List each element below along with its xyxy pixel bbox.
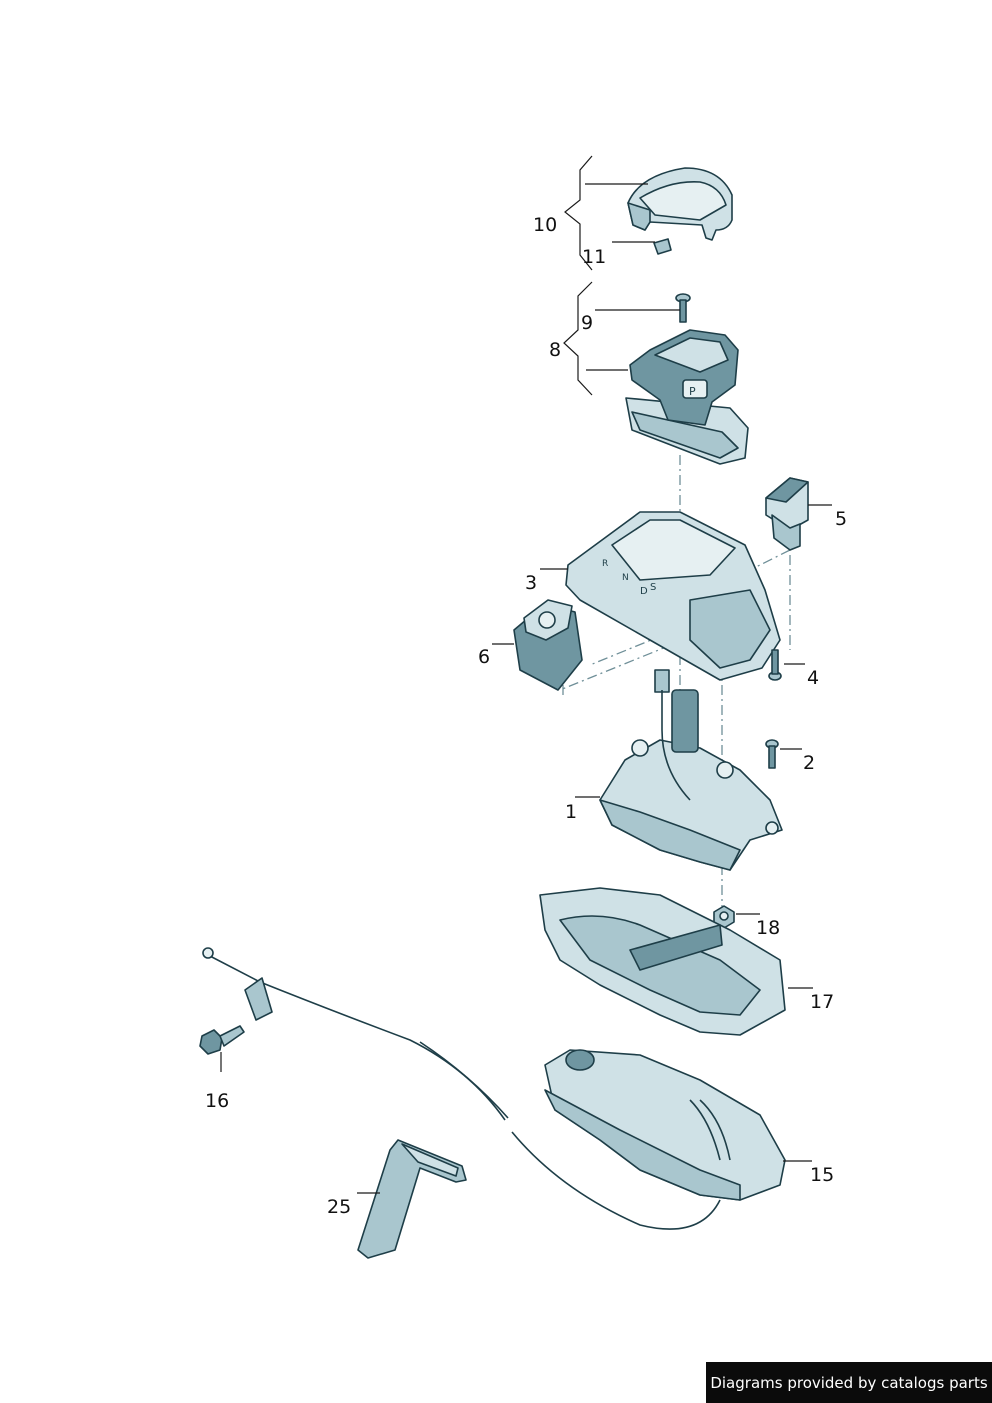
callout-3: 3 <box>525 572 537 594</box>
part-25-tool <box>357 1139 467 1259</box>
gear-label-n: N <box>622 573 629 583</box>
gear-label-r: R <box>602 559 608 569</box>
callout-25: 25 <box>327 1196 351 1218</box>
callout-11: 11 <box>582 246 606 268</box>
part-9-screw <box>675 293 691 323</box>
credit-text: Diagrams provided by catalogs parts <box>710 1373 988 1392</box>
part-4-screw <box>768 649 782 681</box>
callout-5: 5 <box>835 508 847 530</box>
gear-label-d: D <box>640 586 648 597</box>
leader-lines <box>220 155 832 1194</box>
callout-8: 8 <box>549 339 561 361</box>
part-6-button-module <box>513 599 583 691</box>
part-10-knob-cover <box>627 167 733 241</box>
part-11-clip <box>653 238 672 255</box>
part-2-screw <box>765 739 779 769</box>
part-17-bracket <box>539 887 786 1036</box>
callout-9: 9 <box>581 312 593 334</box>
part-18-nut <box>713 905 735 929</box>
callout-16: 16 <box>205 1090 229 1112</box>
callout-6: 6 <box>478 646 490 668</box>
part-15-base-plate <box>544 1049 786 1201</box>
callout-1: 1 <box>565 801 577 823</box>
part-1-shift-housing <box>599 669 783 871</box>
callout-10: 10 <box>533 214 557 236</box>
callout-numbers: 1 2 3 4 5 6 8 9 10 11 15 16 17 18 25 <box>205 214 847 1218</box>
part-8-selector-lever: P <box>625 329 749 465</box>
credit-banner: Diagrams provided by catalogs parts <box>706 1362 992 1403</box>
callout-17: 17 <box>810 991 834 1013</box>
callout-2: 2 <box>803 752 815 774</box>
gearshift-cable <box>202 947 721 1230</box>
callout-4: 4 <box>807 667 819 689</box>
callout-15: 15 <box>810 1164 834 1186</box>
callout-18: 18 <box>756 917 780 939</box>
p-button-label: P <box>689 385 696 398</box>
part-5-switch <box>765 477 809 551</box>
gear-label-s: S <box>650 582 656 593</box>
part-16-bolt <box>199 1025 245 1055</box>
part-3-trim-cover: R N D S <box>565 511 781 681</box>
